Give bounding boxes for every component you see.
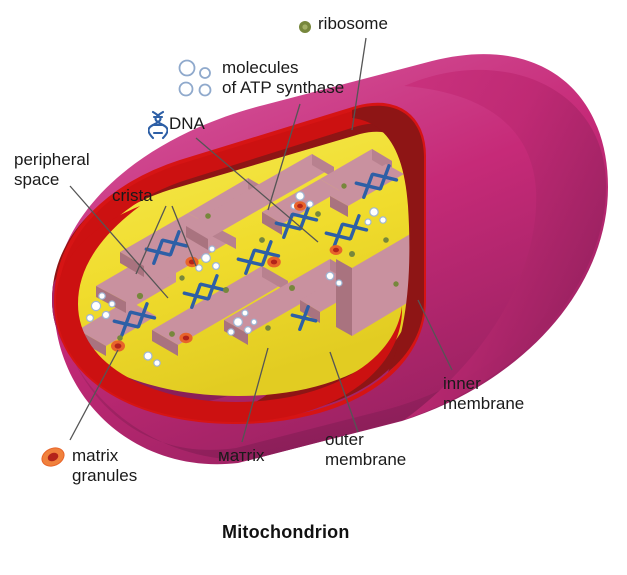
cutaway-interior <box>52 108 420 418</box>
matrix-granule-markers <box>111 201 343 352</box>
callout-dna: DNA <box>169 114 205 133</box>
orange-granule-icon <box>41 447 65 467</box>
ribosome-markers <box>117 183 399 341</box>
callout-ribosome: ribosome <box>318 14 388 33</box>
callout-outer-membrane: outer membrane <box>325 430 407 469</box>
leader-lines <box>69 37 453 443</box>
leader-dna <box>195 137 319 243</box>
callout-matrix-granules: matrix granules <box>72 446 138 485</box>
green-dot-icon <box>299 21 311 33</box>
leader-inner-membrane <box>417 299 453 371</box>
dna-helix-icon <box>148 110 168 140</box>
dna-markers <box>112 164 399 337</box>
callout-peripheral-space: peripheral space <box>14 150 90 189</box>
leader-matrix <box>241 347 269 443</box>
blue-circles-icon <box>178 59 212 97</box>
leader-atp-synthase <box>267 103 301 211</box>
leader-crista-b <box>171 205 197 267</box>
leader-peripheral-space <box>69 185 169 299</box>
callout-inner-membrane: inner membrane <box>443 374 525 413</box>
inner-membrane-rim <box>53 102 426 425</box>
callout-crista: crista <box>112 186 153 205</box>
leader-matrix-granules <box>69 349 119 441</box>
leader-crista-a <box>135 205 167 275</box>
leader-outer-membrane <box>329 351 359 433</box>
leader-ribosome <box>351 37 367 131</box>
callout-atp-synthase: molecules of ATP synthase <box>222 58 345 97</box>
callout-matrix: матrix <box>218 446 265 465</box>
figure-title: Mitochondrion <box>222 522 350 542</box>
